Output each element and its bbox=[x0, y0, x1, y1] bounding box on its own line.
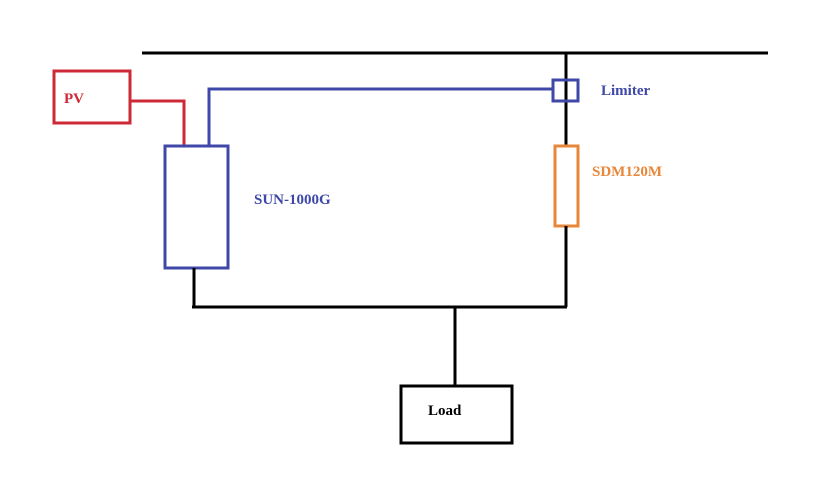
meter-box bbox=[553, 144, 580, 228]
limiter-signal-wire bbox=[207, 87, 552, 146]
limiter-label: Limiter bbox=[601, 83, 650, 99]
load-label: Load bbox=[428, 403, 462, 419]
pv-label: PV bbox=[64, 91, 84, 107]
pv-wire bbox=[130, 99, 186, 146]
pv-box bbox=[52, 69, 132, 125]
meter-label: SDM120M bbox=[592, 164, 662, 180]
inverter-box bbox=[163, 144, 230, 270]
limiter-box bbox=[551, 78, 580, 103]
inverter-label: SUN-1000G bbox=[254, 192, 331, 208]
load-box bbox=[399, 384, 514, 445]
